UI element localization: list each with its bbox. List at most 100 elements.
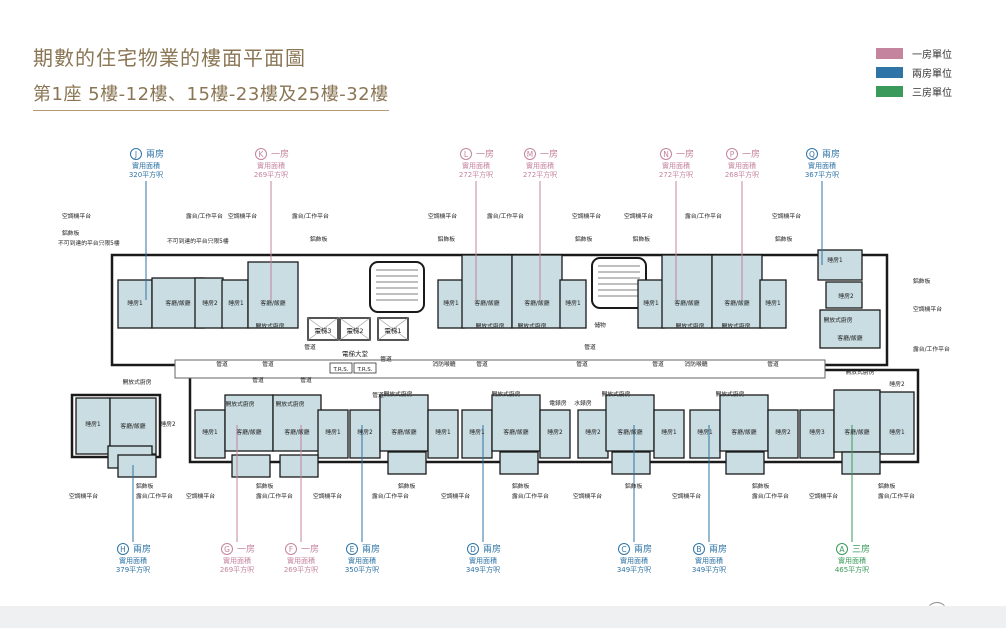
unit-letter-circle xyxy=(806,148,818,160)
room xyxy=(349,409,381,459)
unit-type: 兩房 xyxy=(362,543,380,555)
legend-swatch xyxy=(876,48,903,59)
unit-letter-circle xyxy=(726,148,738,160)
unit-area: 272平方呎 xyxy=(459,170,493,179)
unit-type: 兩房 xyxy=(483,543,501,555)
unit-letter-circle xyxy=(221,543,233,555)
room-label: 睡房2 xyxy=(357,428,373,436)
trs-label: T.R.S. xyxy=(332,367,348,373)
room xyxy=(427,409,459,459)
unit-area-label: 實用面積 xyxy=(526,161,554,170)
room xyxy=(661,254,713,329)
room xyxy=(605,394,655,452)
stair-core xyxy=(369,261,425,313)
room-label: 客廳/飯廳 xyxy=(120,422,145,430)
room-label: 睡房1 xyxy=(443,299,459,307)
room-label: 睡房1 xyxy=(661,428,677,436)
callout-label: 空調機平台 xyxy=(186,492,215,500)
unit-area-label: 實用面積 xyxy=(620,556,648,565)
callout-label: 露台/工作平台 xyxy=(136,492,173,500)
trs-label: T.R.S. xyxy=(356,367,372,373)
building-body xyxy=(70,253,920,464)
room-label: 客廳/飯廳 xyxy=(617,428,642,436)
legend: 一房單位 兩房單位 三房單位 xyxy=(876,44,952,101)
lift-label: 電梯2 xyxy=(346,326,363,335)
unit-letter: N xyxy=(663,150,669,159)
lift-lobby-label: 電梯大堂 xyxy=(342,349,369,358)
unit-letter: Q xyxy=(809,150,815,159)
room-label: 睡房1 xyxy=(202,428,218,436)
lift-cross xyxy=(307,317,339,341)
room-label: 開放式廚房 xyxy=(716,390,745,398)
unit-type: 兩房 xyxy=(634,543,652,555)
callout-label: 空調機平台 xyxy=(772,212,801,220)
callout-label: 不可到達的平台只限5樓 xyxy=(58,239,120,247)
balcony-bay xyxy=(387,451,427,475)
unit-area-label: 實用面積 xyxy=(287,556,315,565)
room-label: 睡房1 xyxy=(889,428,905,436)
leader-lines xyxy=(132,181,853,542)
unit-area: 349平方呎 xyxy=(466,565,500,574)
unit-area: 350平方呎 xyxy=(345,565,379,574)
balcony-bay xyxy=(499,451,539,475)
unit-letter-circle xyxy=(693,543,705,555)
room-label: 開放式廚房 xyxy=(492,390,521,398)
room-label: 客廳/飯廳 xyxy=(474,299,499,307)
callout-label: 空調機平台 xyxy=(572,212,601,220)
room-label: 開放式廚房 xyxy=(256,322,285,330)
unit-letter: P xyxy=(730,150,735,159)
legend-swatch xyxy=(876,86,903,97)
room-label: 睡房1 xyxy=(827,256,843,264)
unit-letter-circle xyxy=(130,148,142,160)
room-label: 客廳/飯廳 xyxy=(284,428,309,436)
callout-label: 露台/工作平台 xyxy=(292,212,329,220)
legend-label: 一房單位 xyxy=(912,50,952,61)
room xyxy=(833,389,881,453)
room xyxy=(759,279,787,329)
room-label: 開放式廚房 xyxy=(602,390,631,398)
room xyxy=(689,409,721,459)
callout-label: 露台/工作平台 xyxy=(752,492,789,500)
unit-area: 320平方呎 xyxy=(129,170,163,179)
room-label: 客廳/飯廳 xyxy=(724,299,749,307)
callout-label: 鋁飾板 xyxy=(625,482,643,490)
unit-letter: D xyxy=(470,545,476,554)
unit-letter: E xyxy=(350,545,355,554)
corridor-label: 管道 xyxy=(304,343,316,351)
room-label: 睡房1 xyxy=(469,428,485,436)
room-label: 開放式廚房 xyxy=(276,400,305,408)
corridor-label: 管道 xyxy=(767,360,779,368)
room xyxy=(194,277,224,329)
unit-area: 268平方呎 xyxy=(725,170,759,179)
unit-area-label: 實用面積 xyxy=(462,161,490,170)
balcony-bay xyxy=(231,454,271,478)
unit-letter-circle xyxy=(117,543,129,555)
unit-type: 一房 xyxy=(676,148,694,160)
legend-item-one-bed: 一房單位 xyxy=(876,44,952,63)
unit-area: 349平方呎 xyxy=(617,565,651,574)
callout-label: 露台/工作平台 xyxy=(186,212,223,220)
unit-area-label: 實用面積 xyxy=(695,556,723,565)
unit-area: 379平方呎 xyxy=(116,565,150,574)
unit-area-label: 實用面積 xyxy=(348,556,376,565)
room xyxy=(437,279,465,329)
bottom-strip xyxy=(0,606,1006,628)
room-label: 睡房2 xyxy=(202,299,218,307)
room-label: 開放式廚房 xyxy=(476,322,505,330)
room-label: 客廳/飯廳 xyxy=(524,299,549,307)
callout-label: 鋁飾板 xyxy=(913,277,931,285)
callout-label: 鋁飾板 xyxy=(438,235,456,243)
room xyxy=(194,409,226,459)
unit-letter: B xyxy=(696,545,701,554)
room xyxy=(539,409,571,459)
callout-label: 露台/工作平台 xyxy=(685,212,722,220)
